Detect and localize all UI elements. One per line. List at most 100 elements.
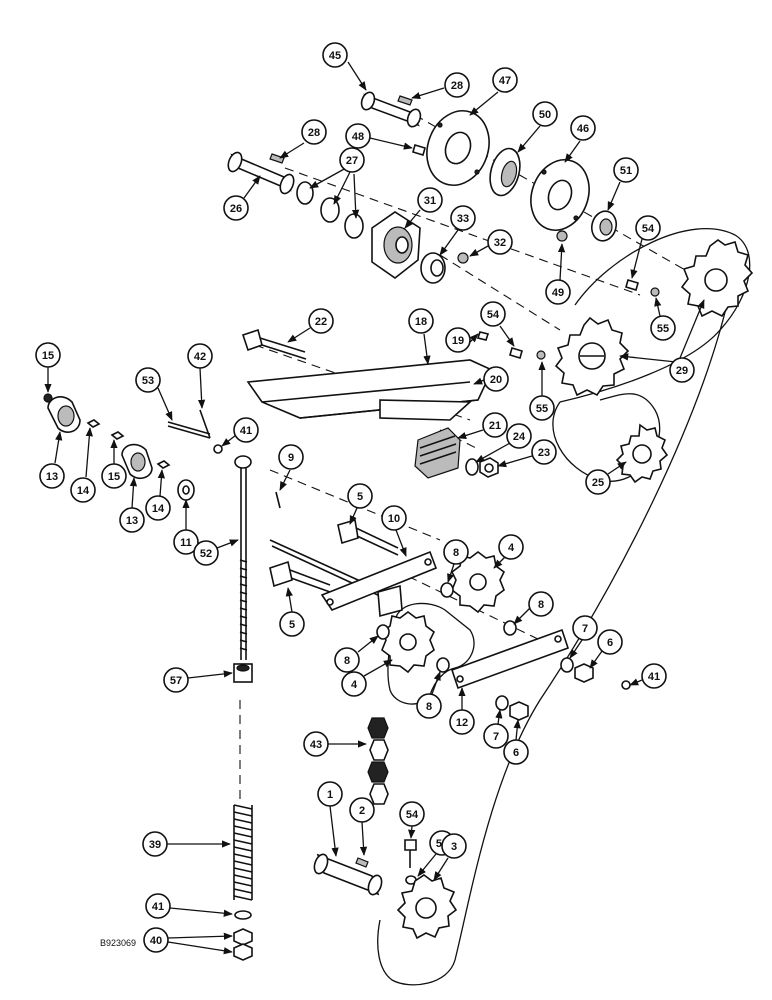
callout-number: 33	[457, 213, 469, 225]
flange-plate-47	[426, 110, 490, 186]
callout-number: 41	[240, 425, 252, 437]
callout-number: 49	[552, 287, 564, 299]
callout-number: 43	[310, 739, 322, 751]
small-parts-left	[86, 409, 281, 509]
callout-number: 11	[180, 537, 192, 549]
callout-number: 4	[508, 542, 515, 554]
callout-number: 50	[539, 109, 551, 121]
callout-number: 20	[490, 374, 502, 386]
callout-number: 2	[359, 805, 365, 817]
callout-number: 8	[538, 599, 544, 611]
flange-bearing-31	[371, 211, 421, 279]
callout-number: 39	[149, 839, 161, 851]
callout-number: 54	[487, 309, 500, 321]
callout-number: 28	[451, 80, 463, 92]
callout-number: 29	[676, 365, 688, 377]
callout-number: 41	[648, 671, 660, 683]
callout-number: 12	[456, 717, 468, 729]
bracket-12	[450, 628, 570, 690]
figure-code: B923069	[100, 938, 136, 948]
callout-number: 14	[152, 503, 165, 515]
callout-number: 31	[424, 195, 436, 207]
callout-number: 57	[170, 675, 182, 687]
drive-chain-loop	[377, 227, 751, 986]
washer-nut-40-41	[233, 910, 253, 961]
sprocket-3	[396, 874, 458, 940]
callout-number: 7	[582, 623, 588, 635]
sprocket-29-front	[554, 316, 630, 397]
bracket-10	[320, 550, 438, 618]
callout-number: 8	[344, 655, 350, 667]
callout-number: 24	[513, 431, 526, 443]
callout-number: 1	[327, 789, 333, 801]
sprocket-29-rear	[680, 239, 754, 318]
spring-39	[233, 804, 253, 901]
callout-number: 40	[150, 935, 162, 947]
washers-8	[376, 582, 517, 673]
bearing-13-lower	[121, 443, 153, 480]
callout-number: 5	[289, 619, 295, 631]
callout-number: 45	[329, 50, 341, 62]
shaft-lower	[313, 853, 383, 896]
bolt-5-lower	[269, 560, 331, 593]
callout-number: 41	[152, 901, 164, 913]
callout-45	[322, 42, 348, 68]
shaft-upper	[360, 91, 422, 128]
callouts: 45 28 47 50 46 48 28 27 26	[35, 42, 705, 955]
callout-number: 9	[288, 452, 294, 464]
bearing-50	[489, 147, 521, 197]
callout-number: 13	[46, 471, 58, 483]
callout-number: 10	[388, 513, 400, 525]
sprocket-25	[615, 423, 669, 484]
callout-number: 32	[494, 237, 506, 249]
callout-number: 4	[351, 679, 358, 691]
rod-52	[234, 455, 252, 660]
callout-number: 47	[499, 75, 511, 87]
bearing-13-upper	[43, 393, 81, 433]
callout-number: 55	[536, 403, 548, 415]
callout-number: 42	[194, 351, 206, 363]
callout-number: 23	[538, 447, 550, 459]
callout-number: 27	[346, 155, 358, 167]
callout-number: 8	[426, 701, 432, 713]
collar-33	[420, 252, 446, 284]
callout-number: 19	[452, 335, 464, 347]
collar-51	[590, 210, 618, 242]
callout-number: 22	[315, 316, 327, 328]
callout-number: 15	[108, 471, 120, 483]
callout-number: 15	[42, 350, 54, 362]
callout-number: 14	[77, 485, 90, 497]
callout-number: 28	[308, 127, 320, 139]
callout-number: 54	[642, 223, 655, 235]
shaft-left	[227, 151, 295, 195]
callout-number: 8	[453, 547, 459, 559]
bolt-54-lower	[404, 839, 417, 885]
callout-number: 53	[142, 375, 154, 387]
callout-number: 54	[406, 809, 419, 821]
callout-number: 51	[620, 165, 632, 177]
callout-number: 6	[513, 747, 519, 759]
callout-number: 46	[577, 123, 589, 135]
callout-number: 3	[451, 841, 457, 853]
callout-number: 6	[607, 637, 613, 649]
idler-sprockets-4	[380, 551, 506, 674]
bolt-22	[241, 328, 307, 360]
bushing-57	[233, 663, 253, 683]
block-21	[414, 427, 461, 479]
callout-number: 26	[230, 203, 242, 215]
callout-number: 55	[657, 323, 669, 335]
nuts-6-7	[495, 657, 631, 721]
washers-27	[296, 181, 364, 239]
callout-number: 48	[352, 131, 364, 143]
callout-number: 21	[489, 420, 501, 432]
chain-link-43	[367, 717, 389, 805]
plate-18	[246, 359, 494, 421]
drive-chain-small-loop	[387, 602, 475, 705]
callout-number: 52	[200, 548, 212, 560]
callout-number: 13	[126, 515, 138, 527]
bolt-5-upper	[337, 518, 399, 556]
callout-number: 18	[415, 316, 427, 328]
nuts-23-24	[465, 457, 499, 478]
callout-number: 25	[592, 477, 604, 489]
